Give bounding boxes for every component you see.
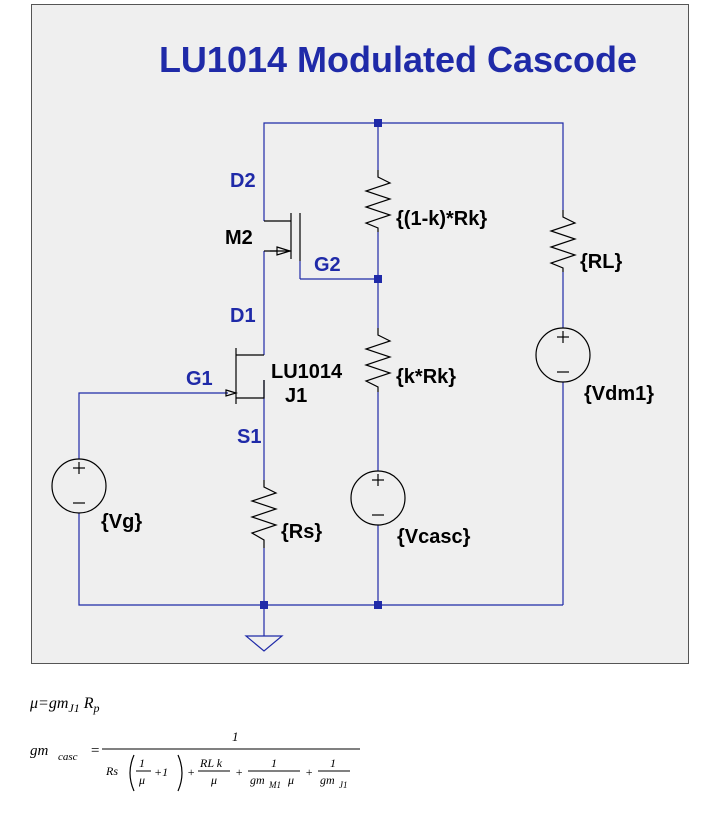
resistor-k-rk <box>364 328 392 392</box>
wires <box>78 122 564 636</box>
frac2-num: RL k <box>199 756 223 770</box>
mu-lhs: μ <box>30 695 39 712</box>
node-label-d2: D2 <box>230 170 256 192</box>
frac1-num: 1 <box>139 756 145 770</box>
gm-casc-equals: = <box>90 743 100 759</box>
resistor-1-k-rk <box>364 170 392 232</box>
mu-formula: μ=gmJ1 Rp <box>30 695 100 716</box>
component-label-j1: J1 <box>285 385 307 407</box>
left-paren <box>129 754 135 792</box>
component-label-rl: {RL} <box>580 251 622 273</box>
gm-casc-formula: gm casc = 1 Rs 1 μ +1 + RL k μ + 1 gm M1… <box>30 727 390 807</box>
component-label-m2: M2 <box>225 227 253 249</box>
component-label-j1-model: LU1014 <box>271 361 343 383</box>
mu-r-subscript: p <box>93 701 100 716</box>
right-paren <box>177 754 183 792</box>
schematic-diagram: LU1014 Modulated Cascode <box>51 39 654 652</box>
frac4-den-gm: gm <box>320 773 335 787</box>
component-label-vg: {Vg} <box>101 511 142 533</box>
plus-2: + <box>187 765 195 779</box>
junction-bottom-center <box>374 601 382 609</box>
mu-gm-subscript: J1 <box>68 701 80 716</box>
frac3-den-mu: μ <box>287 773 294 787</box>
frac2-den: μ <box>210 773 217 787</box>
jfet-j1 <box>225 348 265 404</box>
resistor-rs <box>250 480 278 548</box>
component-label-rs: {Rs} <box>281 521 322 543</box>
resistor-rl <box>549 210 577 272</box>
mu-gm: gm <box>48 695 69 712</box>
plus-3: + <box>235 765 243 779</box>
junction-bottom-left <box>260 601 268 609</box>
gm-casc-lhs: gm <box>30 743 49 759</box>
junction-top <box>374 119 382 127</box>
junction-g2 <box>374 275 382 283</box>
voltage-source-vdm1 <box>535 327 591 383</box>
node-label-s1: S1 <box>237 426 261 448</box>
ground-symbol <box>244 635 284 652</box>
mu-r: R <box>83 695 94 712</box>
voltage-source-vcasc <box>350 470 406 526</box>
voltage-source-vg <box>51 458 107 514</box>
mosfet-m2 <box>264 213 301 261</box>
frac3-num: 1 <box>271 756 277 770</box>
component-label-vdm1: {Vdm1} <box>584 383 654 405</box>
plus-4: + <box>305 765 313 779</box>
mu-equals: = <box>38 695 49 712</box>
node-label-g1: G1 <box>186 368 213 390</box>
formulas-block: μ=gmJ1 Rp gm casc = 1 Rs 1 μ +1 + RL k μ… <box>30 695 390 815</box>
gm-casc-numerator: 1 <box>232 729 239 744</box>
plus-one: +1 <box>154 765 168 779</box>
frac4-num: 1 <box>330 756 336 770</box>
node-label-d1: D1 <box>230 305 256 327</box>
component-label-r-top: {(1-k)*Rk} <box>396 208 487 230</box>
frac1-den: μ <box>138 773 145 787</box>
frac3-den-gm: gm <box>250 773 265 787</box>
node-label-g2: G2 <box>314 254 341 276</box>
component-label-r-bottom: {k*Rk} <box>396 366 456 388</box>
schematic-title: LU1014 Modulated Cascode <box>159 39 637 80</box>
component-label-vcasc: {Vcasc} <box>397 526 471 548</box>
rs-term: Rs <box>105 764 118 778</box>
frac3-den-subscript: M1 <box>268 780 281 790</box>
frac4-den-subscript: J1 <box>339 780 348 790</box>
gm-casc-subscript: casc <box>58 751 78 763</box>
